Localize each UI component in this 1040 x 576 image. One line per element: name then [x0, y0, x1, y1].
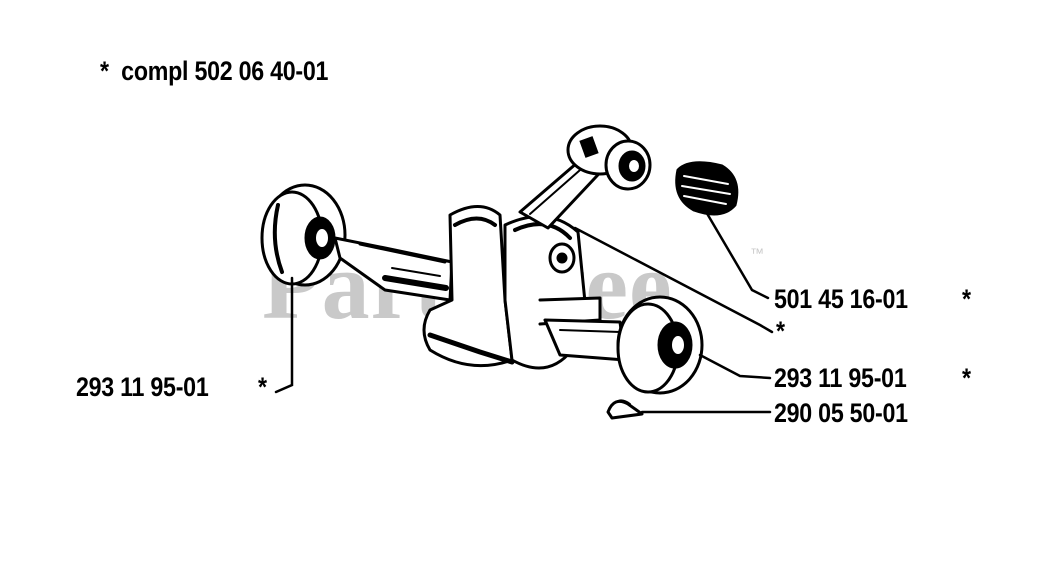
left-ball-bearing-drawing: [260, 183, 347, 287]
callout-left-bearing-mark: *: [258, 372, 267, 402]
callout-crankshaft-mark: *: [776, 316, 785, 346]
callout-woodruff-key-part: 290 05 50-01: [774, 398, 908, 428]
callout-right-bearing-part: 293 11 95-01: [774, 363, 907, 393]
right-ball-bearing-drawing: [616, 295, 704, 395]
callout-needle-bearing-mark: *: [962, 284, 971, 314]
assembly-note: * compl 502 06 40-01: [100, 56, 329, 86]
needle-bearing-drawing: [675, 161, 739, 216]
callout-right-bearing-mark: *: [962, 363, 971, 393]
watermark-trademark: ™: [750, 245, 764, 261]
connecting-rod-drawing: [518, 124, 652, 230]
callout-needle-bearing-part: 501 45 16-01: [774, 284, 908, 314]
callout-left-bearing-part: 293 11 95-01: [76, 372, 209, 402]
left-shaft-drawing: [333, 236, 454, 302]
woodruff-key-drawing: [606, 399, 644, 420]
leader-needle-bearing: [703, 208, 770, 300]
leader-right-bearing: [698, 353, 772, 380]
leader-left-bearing: [274, 276, 294, 394]
leader-crankshaft: [573, 226, 774, 334]
